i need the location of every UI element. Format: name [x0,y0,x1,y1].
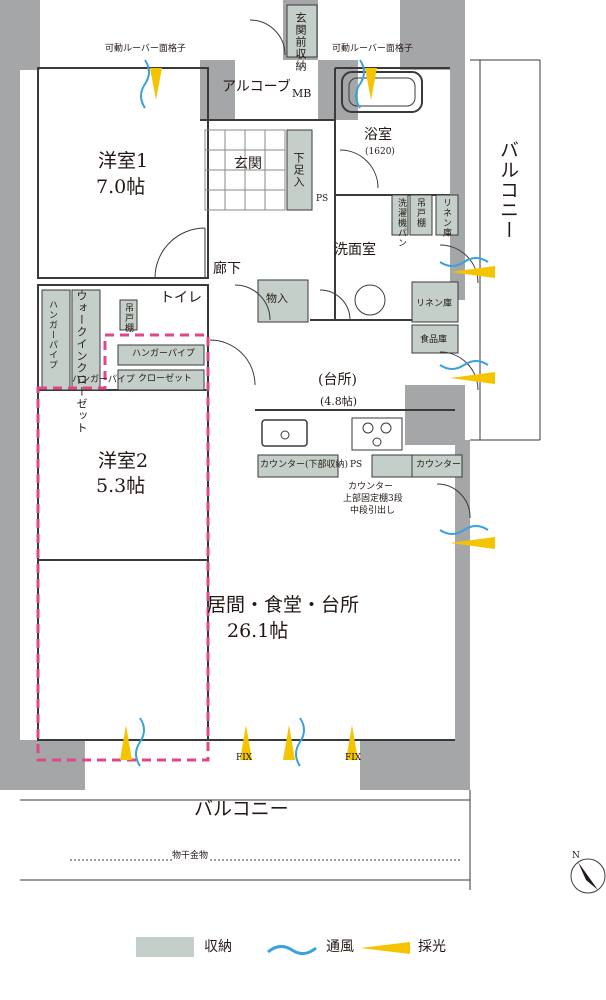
hanger-pipe-label: ハンガーパイプ [132,349,195,359]
storage-areas [41,4,463,478]
bathtub-inner [348,77,416,107]
linen-label: リネン庫 [416,299,453,309]
entrance-label: 玄関 [234,156,262,172]
western1-size: 7.0帖 [96,176,146,198]
fix-label-2: FIX [345,753,362,763]
burner-1 [362,422,374,434]
ps-label: PS [316,194,329,204]
compass [570,858,606,894]
legend-storage-swatch [136,937,194,957]
counter-note-1: カウンター [348,482,394,492]
balcony-rails [20,59,541,890]
kitchen-size: (4.8帖) [320,395,358,408]
louver-left-label: 可動ルーバー面格子 [105,44,186,54]
toilet-label: トイレ [160,290,202,306]
western2-size: 5.3帖 [96,475,146,497]
hanger-pipe-vertical: ハンガーパイプ [47,300,57,370]
louver-right-label: 可動ルーバー面格子 [332,44,413,54]
hanging-cabinet-toilet: 吊戸棚 [123,303,133,333]
washer-pan-label: 洗濯機パン [396,198,406,248]
counter-note-2: 上部固定棚3段 [343,494,403,504]
counter-note-3: 中段引出し [350,506,396,516]
counter-lower-label: カウンター(下部収納) [260,460,349,470]
walk-in-label: ウォークインクローゼット [75,290,88,434]
bath-size: (1620) [365,147,395,157]
counter-label: カウンター [416,460,462,470]
highlight-zone [36,333,210,762]
entrance-steps [204,129,286,211]
entrance-storage-label: 玄関前収納 [294,12,307,72]
legend-storage-label: 収納 [204,939,232,955]
pantry-label: 食品庫 [420,335,448,345]
alcove-label: アルコーブ [222,79,291,95]
burner-2 [380,422,392,434]
western1-name: 洋室1 [98,150,149,172]
legend-ventilation-swatch [267,945,317,955]
legend-ventilation-label: 通風 [326,939,354,955]
sink-drain [280,430,290,440]
balcony-east-label: バルコニー [497,140,519,240]
wash-name: 洗面室 [334,242,376,258]
legend-daylight-label: 採光 [418,939,446,955]
washbasin [354,284,386,316]
compass-north-label: N [572,851,580,861]
structural-walls [0,0,470,790]
cooktop [351,417,403,451]
drying-hardware-label: 物干金物 [172,851,209,861]
closet-label: クローゼット [138,374,193,384]
ventilation-markers [135,59,489,767]
hall-label: 廊下 [213,261,241,277]
bath-name: 浴室 [364,127,392,143]
living-name: 居間・食堂・台所 [207,594,360,616]
balcony-south-label: バルコニー [194,798,289,820]
daylight-markers [120,68,495,760]
living-size: 26.1帖 [227,620,289,642]
bathtub [341,71,423,113]
legend-daylight-swatch [360,942,410,954]
shoe-box-label: 下足入 [292,152,305,188]
fix-label-1: FIX [236,753,253,763]
sink [261,419,308,447]
kitchen-name: (台所) [318,372,357,388]
hanger-pipe-small: ハンガーパイプ [72,375,135,385]
mb-label: MB [292,87,312,100]
kitchen-ps-label: PS [350,460,363,470]
western2-name: 洋室2 [98,450,149,472]
burner-3 [372,437,382,447]
cupboard-label: 吊戸棚 [415,198,425,228]
linen-vertical-label: リネン庫 [441,198,451,238]
mono-ire-label: 物入 [266,292,288,305]
